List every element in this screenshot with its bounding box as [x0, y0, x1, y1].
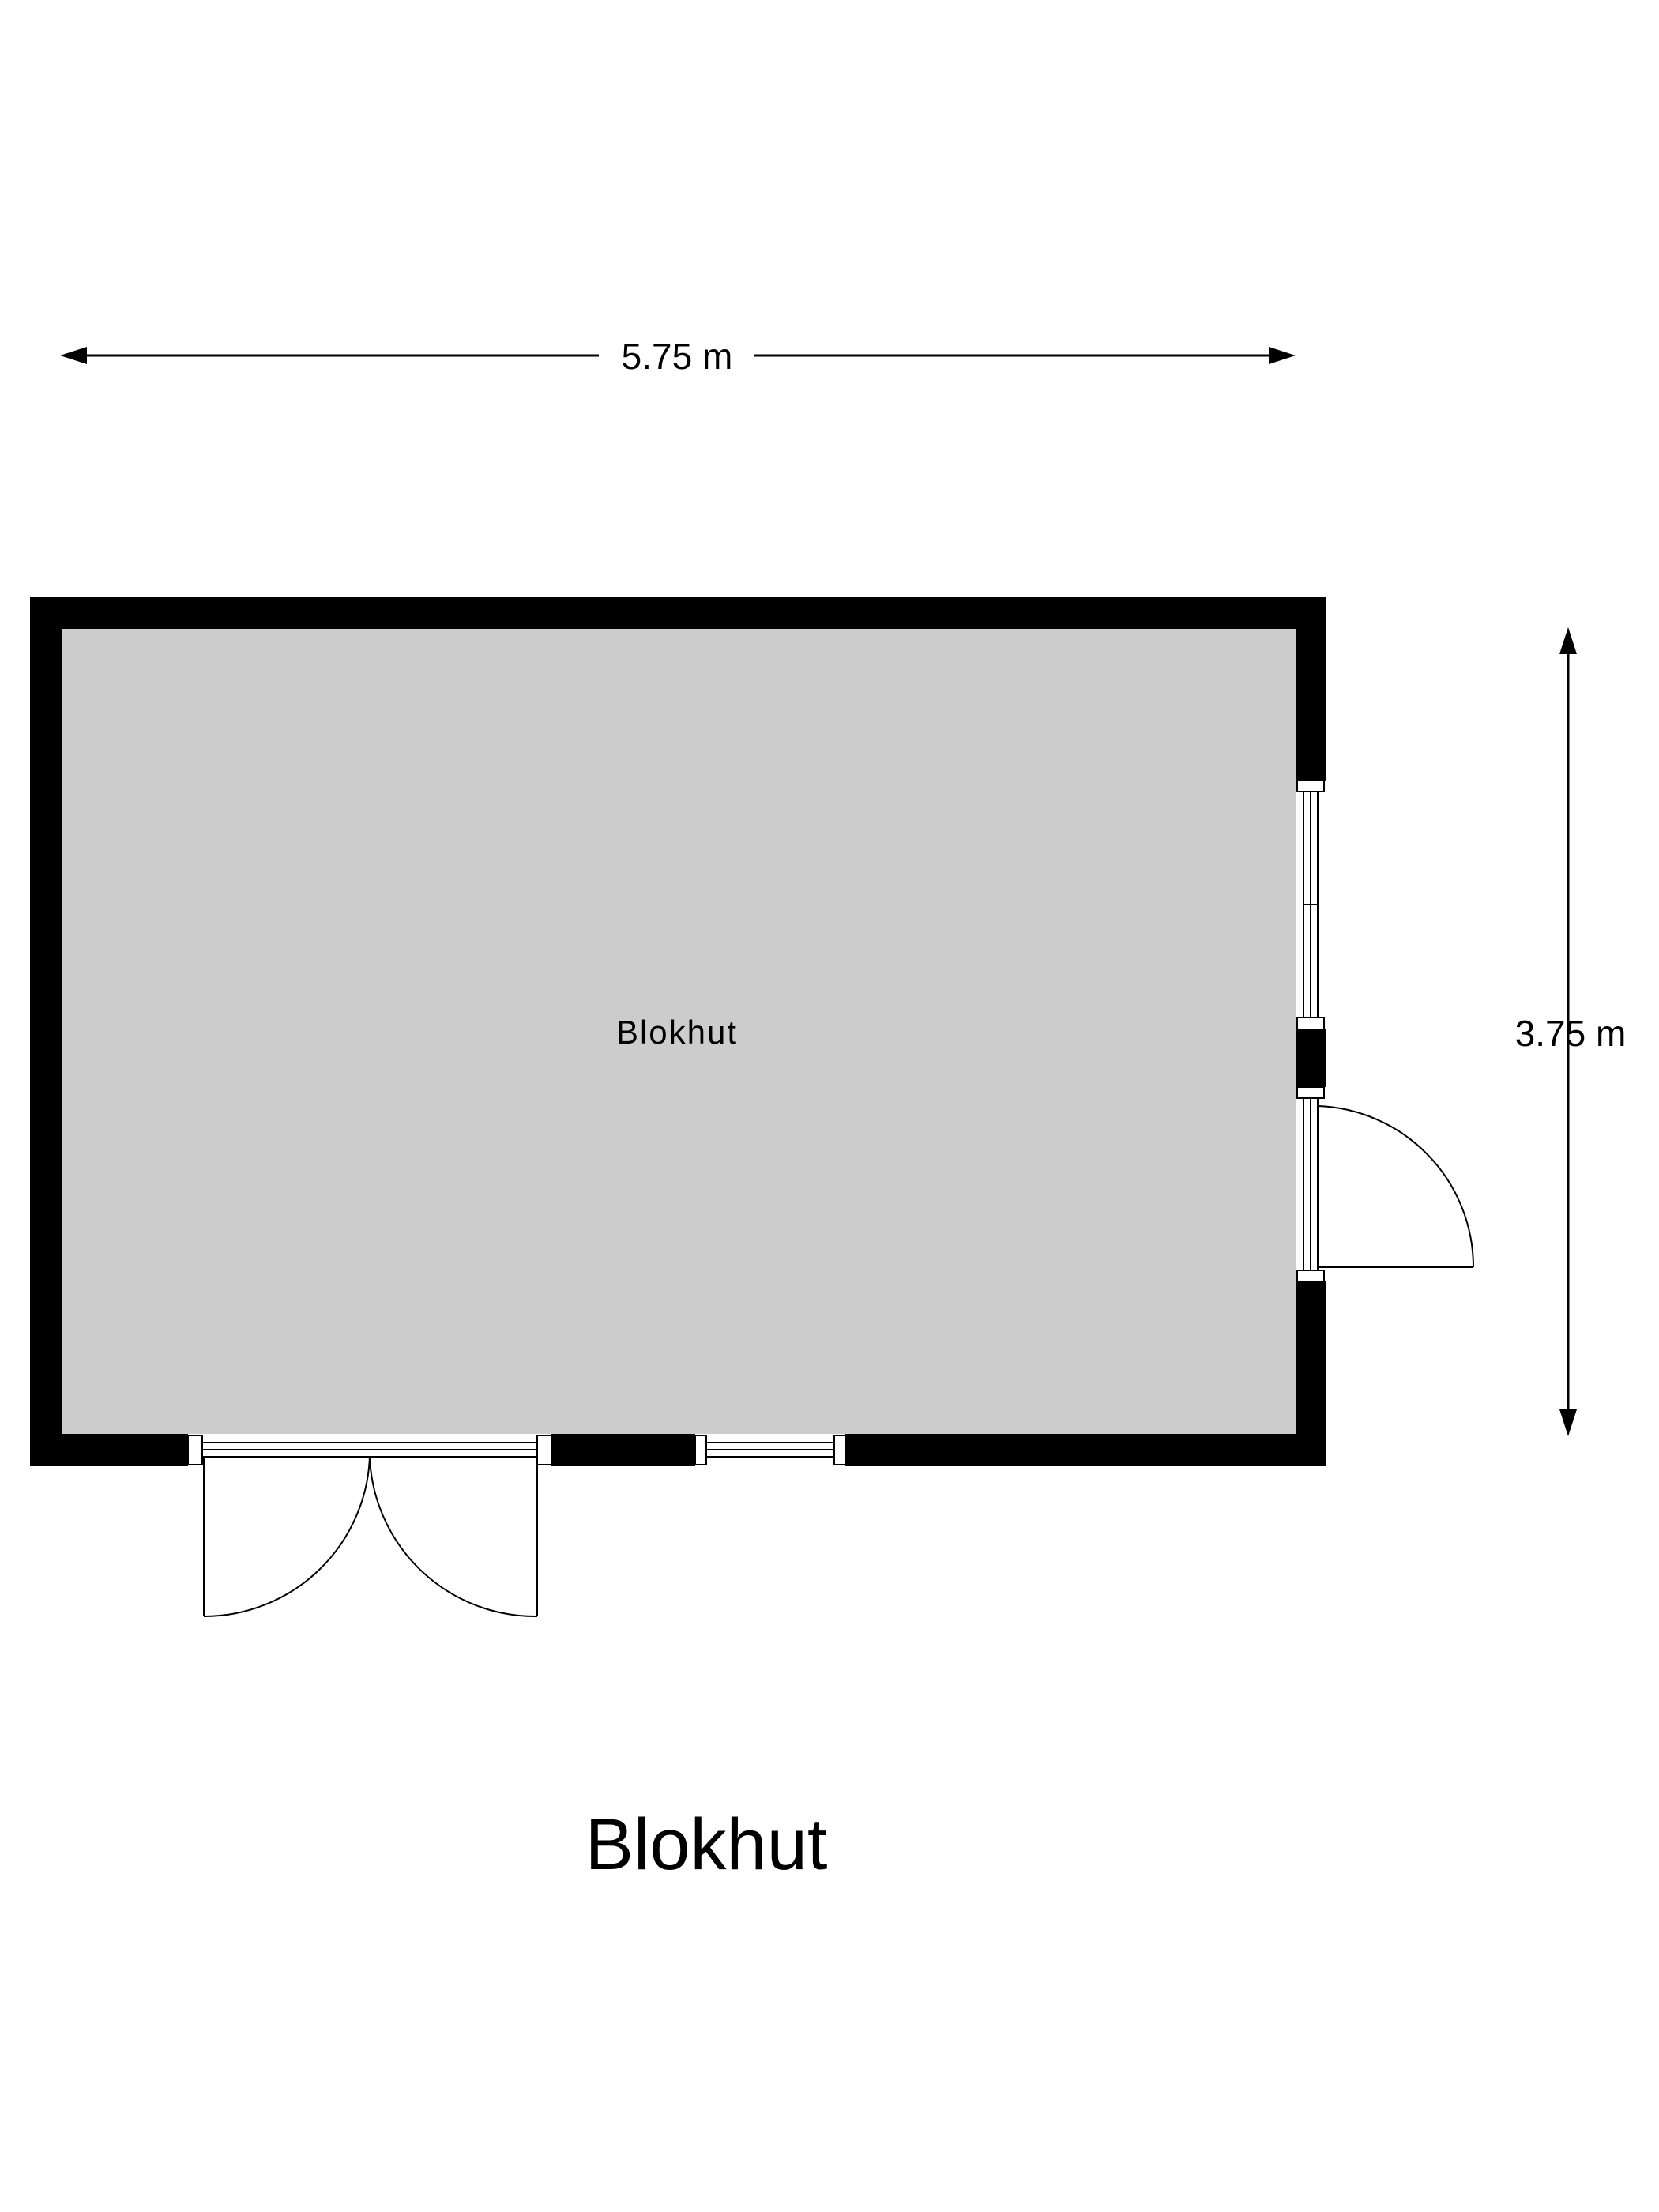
plan-title: Blokhut: [585, 1804, 828, 1885]
arrow-left-icon: [60, 347, 87, 364]
window-bottom: [694, 1435, 846, 1465]
width-label: 5.75 m: [622, 336, 733, 377]
height-label: 3.75 m: [1515, 1013, 1627, 1054]
arrow-down-icon: [1559, 1409, 1577, 1436]
walls: [30, 597, 1326, 1466]
window-right: [1296, 780, 1325, 1030]
double-door-bottom: [187, 1435, 552, 1618]
height-dimension: 3.75 m: [1515, 627, 1627, 1436]
arrow-up-icon: [1559, 627, 1577, 654]
door-right: [1296, 1086, 1474, 1282]
width-dimension: 5.75 m: [60, 336, 1296, 377]
arrow-right-icon: [1269, 347, 1296, 364]
room-floor: [60, 628, 1296, 1434]
room-label: Blokhut: [616, 1014, 738, 1051]
